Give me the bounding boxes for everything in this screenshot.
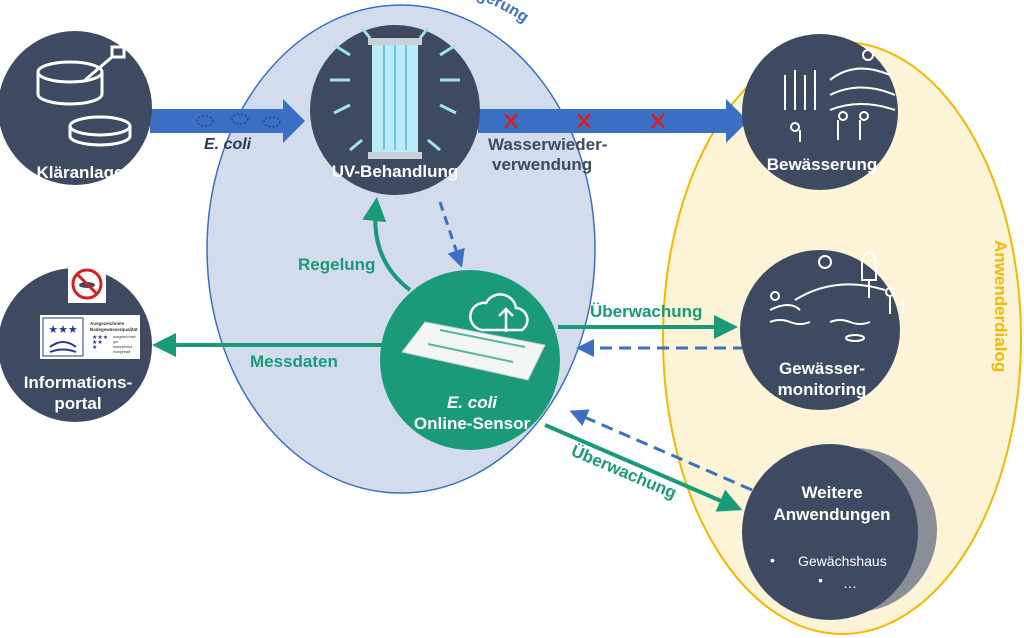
svg-text:★: ★ (92, 344, 97, 351)
messdaten-label: Messdaten (250, 352, 338, 371)
uv-to-sensor-dashed-arrow (438, 201, 465, 268)
ecoli-label: E. coli (204, 136, 252, 153)
informationsportal-label-2: portal (54, 394, 101, 413)
node-uv-behandlung: UV-Behandlung (310, 25, 480, 195)
sensor-chip-icon (401, 321, 546, 381)
bathing-water-quality-sign (40, 315, 140, 359)
svg-text:•: • (770, 552, 775, 568)
weitere-label: Weitere (801, 483, 862, 502)
weitere-label-2: Anwendungen (773, 505, 890, 524)
deactivated-bacteria-icons (504, 113, 665, 129)
informationsportal-label: Informations- (24, 373, 133, 392)
uv-lamp-icon (330, 27, 460, 159)
node-weitere-anwendungen: Weitere Anwendungen • Gewächshaus • … (742, 444, 937, 620)
sign-title: Ausgezeichnete (90, 321, 125, 326)
water-body-icon (769, 251, 904, 342)
sensor-label-ecoli: E. coli (447, 393, 498, 412)
svg-text:★★★: ★★★ (92, 334, 108, 341)
gewaessermonitoring-label: Gewässer- (779, 359, 865, 378)
sign-level: gut (113, 340, 118, 344)
regelung-arrow (362, 197, 412, 292)
svg-text:•: • (818, 572, 823, 588)
gewaessermonitoring-label-2: monitoring (778, 380, 867, 399)
bewaesserung-label: Bewässerung (767, 155, 878, 174)
irrigation-fields-icon (784, 49, 896, 142)
no-swimming-icon (71, 268, 103, 300)
swimmer-icon (49, 341, 77, 353)
weitere-item: Gewächshaus (798, 553, 887, 569)
node-klaeranlage: Kläranlage (0, 31, 152, 185)
uv-label: UV-Behandlung (332, 162, 459, 181)
cloud-upload-icon (469, 293, 529, 332)
user-dialog-label: Anwenderdialog (991, 240, 1010, 372)
node-bewaesserung: Bewässerung (742, 34, 898, 190)
svg-text:★★: ★★ (92, 339, 103, 346)
weitere-item: … (843, 575, 857, 591)
sensor-label: Online-Sensor (414, 414, 531, 433)
node-online-sensor: E. coli Online-Sensor (380, 270, 560, 450)
node-informationsportal: ★★★ Ausgezeichnete Badegewässerqualität … (0, 265, 152, 422)
sign-level: ausreichend (113, 345, 132, 349)
svg-text:★★★: ★★★ (48, 324, 78, 336)
reuse-label: Wasserwieder- (488, 135, 607, 154)
flow-arrow-reuse (478, 99, 748, 143)
klaeranlage-label: Kläranlage (37, 163, 124, 182)
weitere-feedback-dashed-arrow (569, 409, 753, 492)
sign-level: mangelhaft (113, 350, 130, 354)
flow-arrow-ecoli (150, 99, 305, 143)
reuse-label-2: verwendung (492, 155, 592, 174)
ueberwachung-label-1: Überwachung (590, 302, 702, 321)
ueberwachung-arrow-weitere (544, 423, 743, 512)
regelung-label: Regelung (298, 255, 375, 274)
node-gewaessermonitoring: Gewässer- monitoring (740, 250, 904, 410)
treatment-plant-icon (36, 45, 132, 147)
sign-level: ausgezeichnet (113, 335, 136, 339)
sign-title-2: Badegewässerqualität (90, 327, 138, 332)
